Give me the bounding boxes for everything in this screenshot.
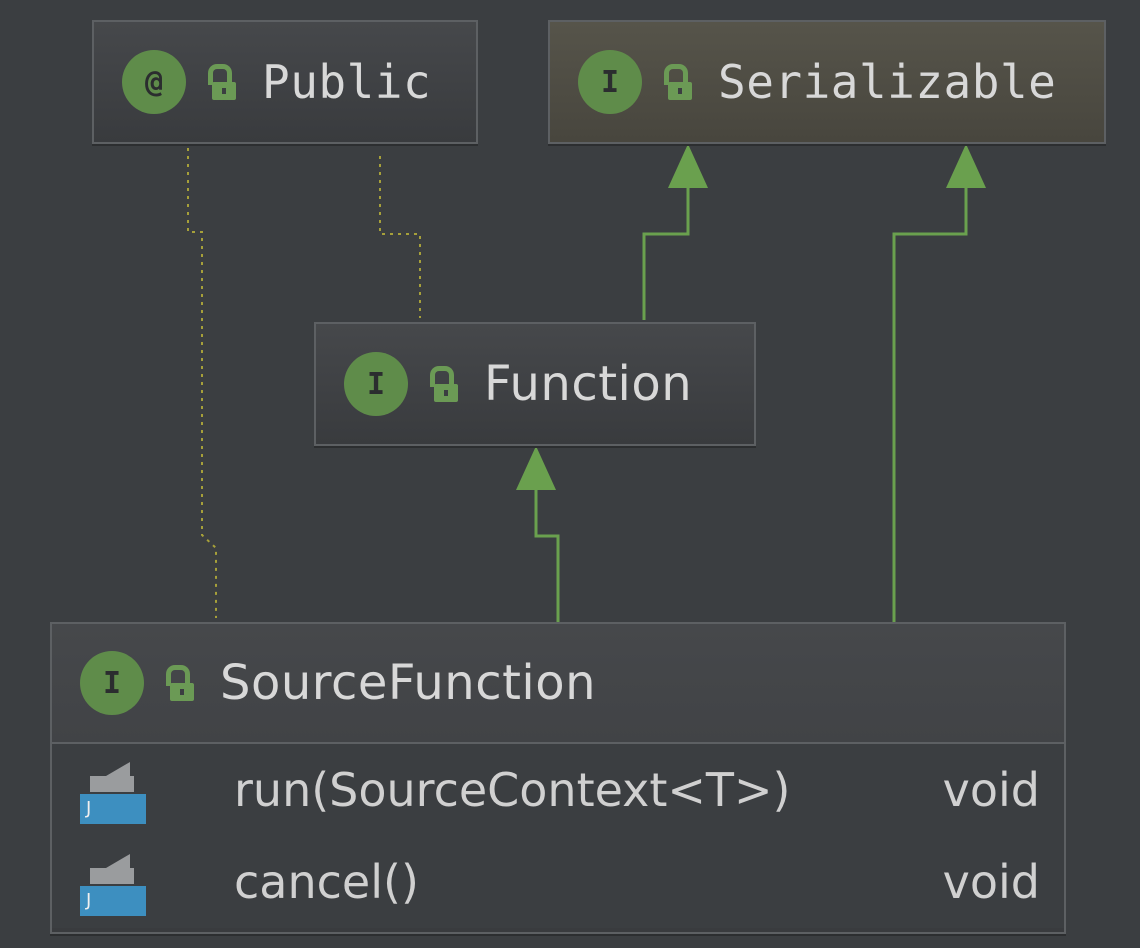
node-header: I SourceFunction (52, 624, 1064, 742)
node-serializable[interactable]: I Serializable (548, 20, 1106, 144)
method-signature: run(SourceContext<T>) (234, 763, 791, 817)
node-source-function[interactable]: I SourceFunction J run(SourceContext<T>)… (50, 622, 1066, 934)
node-public[interactable]: @ Public (92, 20, 478, 144)
arrowhead-sourcefunction-function (516, 446, 556, 490)
extends-line-function-serializable (642, 186, 690, 320)
interface-badge-icon: I (344, 352, 408, 416)
extends-line-sourcefunction-function (534, 488, 560, 622)
interface-badge-icon: I (80, 651, 144, 715)
arrowhead-function-serializable (668, 144, 708, 188)
method-return-type: void (942, 855, 1040, 909)
member-row-cancel[interactable]: J cancel() void (52, 836, 1064, 928)
annotation-line-function-public (379, 156, 421, 318)
method-signature: cancel() (234, 855, 419, 909)
extends-line-sourcefunction-serializable (892, 186, 968, 622)
arrowhead-sourcefunction-serializable (946, 144, 986, 188)
abstract-method-icon: J (80, 854, 146, 916)
annotation-line-sourcefunction-public (187, 148, 217, 618)
node-header: @ Public (94, 22, 476, 142)
node-header: I Function (316, 324, 754, 444)
member-row-run[interactable]: J run(SourceContext<T>) void (52, 744, 1064, 836)
interface-badge-icon: I (578, 50, 642, 114)
node-function[interactable]: I Function (314, 322, 756, 446)
unlocked-icon (428, 366, 458, 402)
unlocked-icon (164, 665, 194, 701)
node-title: SourceFunction (220, 655, 597, 711)
node-title: Function (484, 356, 693, 412)
node-header: I Serializable (550, 22, 1104, 142)
method-return-type: void (942, 763, 1040, 817)
unlocked-icon (206, 64, 236, 100)
member-list: J run(SourceContext<T>) void J cancel() … (52, 742, 1064, 928)
abstract-method-icon: J (80, 762, 146, 824)
node-title: Serializable (718, 55, 1057, 109)
unlocked-icon (662, 64, 692, 100)
annotation-badge-icon: @ (122, 50, 186, 114)
node-title: Public (262, 55, 432, 109)
